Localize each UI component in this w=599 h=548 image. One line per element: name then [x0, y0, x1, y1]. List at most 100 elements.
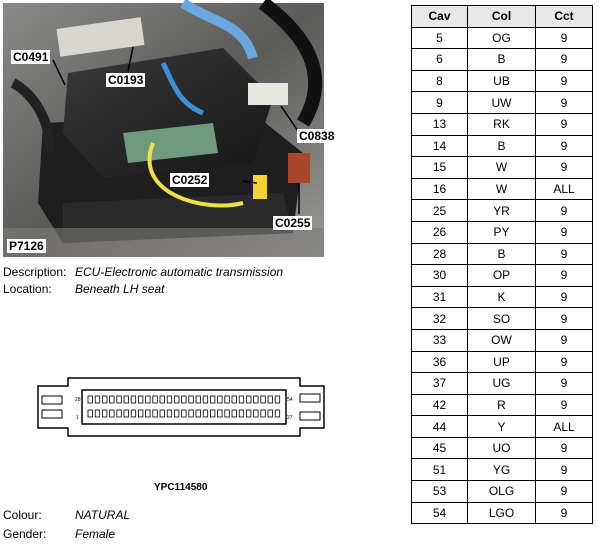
cell-cct: 9: [535, 264, 593, 287]
description-row: Description:ECU-Electronic automatic tra…: [3, 265, 283, 279]
cell-col: PY: [467, 220, 536, 244]
description-label: Description:: [3, 265, 67, 279]
cell-cav: 36: [411, 350, 468, 374]
cell-cav: 14: [411, 134, 468, 158]
connector-cavity: [267, 409, 273, 418]
cell-cav: 28: [411, 242, 468, 266]
cell-cav: 31: [411, 285, 468, 309]
connector-cavity: [109, 395, 115, 404]
connector-cavity: [202, 409, 209, 418]
connector-cavity: [123, 395, 129, 404]
cell-cct: 9: [535, 285, 593, 309]
connector-cavity: [173, 395, 180, 404]
connector-cavity: [253, 409, 259, 418]
cell-col: LGO: [467, 501, 536, 525]
cell-cav: 32: [411, 307, 468, 330]
cell-col: K: [467, 285, 536, 309]
gender-label: Gender:: [3, 527, 47, 541]
pin-number-right-top: 54: [287, 397, 293, 403]
connector-cavity: [195, 395, 201, 404]
pin-number-left-bottom: 1: [76, 415, 79, 421]
cell-cct: 9: [535, 48, 593, 71]
connector-cavity: [267, 395, 273, 404]
connector-cavity: [224, 409, 230, 418]
connector-cavity: [181, 409, 187, 418]
cell-cct: 9: [535, 501, 593, 525]
cell-cav: 8: [411, 69, 468, 93]
connector-cavity: [274, 395, 281, 404]
cell-cct: 9: [535, 112, 593, 136]
cell-col: UB: [467, 69, 536, 93]
connector-cavity: [238, 395, 245, 404]
gender-value: Female: [75, 527, 116, 541]
cell-cav: 33: [411, 328, 468, 352]
connector-cavity: [231, 395, 237, 404]
cell-col: UG: [467, 372, 536, 395]
header-cct: Cct: [535, 5, 593, 28]
connector-cavity: [102, 395, 108, 404]
cell-cav: 15: [411, 156, 468, 179]
cell-cct: 9: [535, 220, 593, 244]
cell-cav: 5: [411, 26, 468, 50]
cell-col: OP: [467, 264, 536, 287]
connector-cavity: [123, 409, 129, 418]
connector-cavity: [181, 395, 187, 404]
cell-cct: 9: [535, 393, 593, 417]
connector-cavity: [224, 395, 230, 404]
callout-c0255: C0255: [273, 216, 313, 230]
connector-cavity: [87, 409, 93, 418]
connector-cavity: [145, 409, 151, 418]
connector-cavity: [130, 395, 137, 404]
callout-c0252: C0252: [170, 173, 210, 187]
cell-cct: 9: [535, 307, 593, 330]
callout-c0193: C0193: [106, 73, 146, 87]
cell-col: OLG: [467, 480, 536, 503]
cell-cct: ALL: [535, 415, 593, 438]
ecu-photo-image: [3, 0, 324, 257]
cell-cct: 9: [535, 436, 593, 460]
cell-cav: 13: [411, 112, 468, 136]
connector-cavity: [138, 395, 144, 404]
cell-cav: 6: [411, 48, 468, 71]
cell-cav: 16: [411, 177, 468, 201]
cell-cct: 9: [535, 242, 593, 266]
cell-col: UO: [467, 436, 536, 460]
cell-cct: 9: [535, 91, 593, 114]
cell-cav: 51: [411, 458, 468, 482]
connector-cavity: [209, 409, 216, 418]
connector-cavity: [102, 409, 108, 418]
header-col: Col: [467, 5, 536, 28]
connector-cavity: [152, 395, 158, 404]
cell-cct: 9: [535, 480, 593, 503]
cell-cct: 9: [535, 328, 593, 352]
connector-latch-right-lower: [299, 411, 321, 421]
connector-latch-left-lower: [41, 409, 63, 419]
connector-cavity: [109, 409, 115, 418]
cell-cav: 37: [411, 372, 468, 395]
cell-col: W: [467, 177, 536, 201]
cell-cav: 30: [411, 264, 468, 287]
cell-col: SO: [467, 307, 536, 330]
connector-cavity: [116, 395, 122, 404]
cell-cav: 44: [411, 415, 468, 438]
location-row: Location:Beneath LH seat: [3, 282, 164, 296]
cell-cct: 9: [535, 199, 593, 222]
connector-cavity: [188, 409, 194, 418]
connector-part-number: YPC114580: [154, 482, 208, 493]
callout-c0838: C0838: [297, 129, 337, 143]
